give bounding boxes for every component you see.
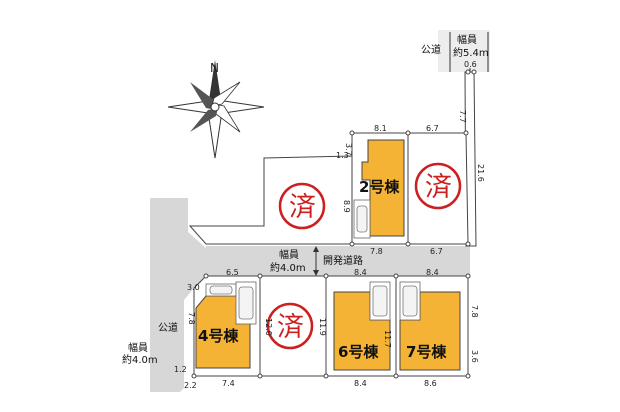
- sold-mark-text-3: 済: [277, 312, 304, 343]
- dim-3-7: 3.7: [344, 143, 353, 156]
- dim-8-6: 8.6: [424, 379, 437, 388]
- top-road-width-value: 約5.4m: [453, 46, 489, 59]
- north-label: N: [210, 61, 219, 75]
- building-2-label: 2号棟: [359, 178, 400, 196]
- building-2: [361, 139, 405, 237]
- building-7-label: 7号棟: [406, 343, 447, 361]
- sold-mark-text-1: 済: [289, 192, 316, 223]
- top-road-width-label: 幅員: [457, 33, 477, 46]
- dev-road-width-label: 幅員: [279, 248, 299, 261]
- public-road-left: [150, 198, 206, 392]
- sold-mark-text-2: 済: [425, 172, 452, 203]
- dim-8-4-bottom: 8.4: [354, 379, 367, 388]
- dim-8-1: 8.1: [374, 124, 387, 133]
- dim-7-7: 7.7: [458, 110, 467, 123]
- building-6-label: 6号棟: [338, 343, 379, 361]
- dim-3-6: 3.6: [470, 350, 479, 363]
- compass-icon: [167, 60, 265, 159]
- dim-3-0: 3.0: [187, 283, 200, 292]
- dim-2-2: 2.2: [184, 381, 197, 390]
- dim-7-4: 7.4: [222, 379, 235, 388]
- dim-7-8-a: 7.8: [370, 247, 383, 256]
- development-road: [206, 246, 470, 276]
- dim-8-4-top-a: 8.4: [354, 268, 367, 277]
- dim-7-8-c: 7.8: [470, 305, 479, 318]
- left-road-width-label: 幅員: [128, 341, 148, 354]
- dim-21-6: 21.6: [476, 164, 485, 182]
- sold-mark-3: [266, 302, 314, 350]
- public-road-top: [438, 30, 490, 72]
- dim-11-7: 11.7: [383, 330, 392, 348]
- sold-mark-1: [278, 182, 326, 230]
- dim-8-4-top-b: 8.4: [426, 268, 439, 277]
- dim-6-7-top: 6.7: [426, 124, 439, 133]
- dev-road-width-value: 約4.0m: [270, 261, 306, 274]
- dim-1-2: 1.2: [174, 365, 187, 374]
- dev-road-label: 開発道路: [323, 254, 363, 267]
- left-road-label: 公道: [158, 321, 178, 334]
- building-4-label: 4号棟: [198, 327, 239, 345]
- dim-8-9: 8.9: [342, 200, 351, 213]
- dim-12-0: 12.0: [264, 318, 273, 336]
- dim-6-5: 6.5: [226, 268, 239, 277]
- sold-mark-2: [414, 162, 462, 210]
- top-road-label: 公道: [421, 43, 441, 56]
- dim-7-8-b: 7.8: [187, 312, 196, 325]
- lot-sold-left: [188, 155, 353, 245]
- dim-0-6: 0.6: [464, 60, 477, 69]
- left-road-width-value: 約4.0m: [122, 353, 158, 366]
- dim-6-7-bottom: 6.7: [430, 247, 443, 256]
- dim-11-9: 11.9: [318, 318, 327, 336]
- dim-1-3: 1.3: [336, 151, 349, 160]
